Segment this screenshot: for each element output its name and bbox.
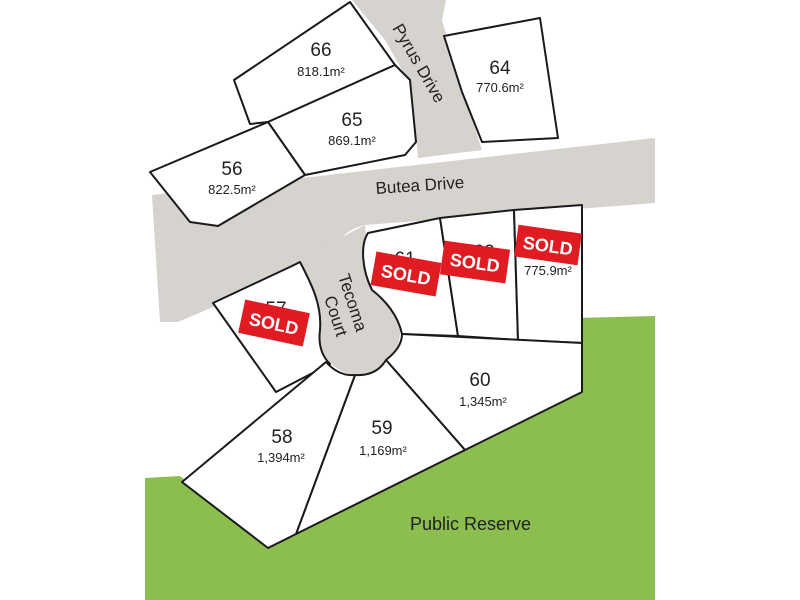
- lot-61-sold-badge: SOLD: [370, 251, 442, 297]
- public-reserve-area: [145, 316, 655, 600]
- lot-59-area: 1,169m²: [359, 443, 407, 458]
- public-reserve-label: Public Reserve: [410, 514, 531, 534]
- lot-65-area: 869.1m²: [328, 133, 376, 148]
- lot-66-number: 66: [310, 40, 331, 61]
- lot-57-sold-badge: SOLD: [238, 299, 310, 347]
- lot-62-sold-badge: SOLD: [439, 240, 511, 284]
- lot-59-number: 59: [371, 418, 392, 439]
- lot-60-area: 1,345m²: [459, 394, 507, 409]
- lot-63-area: 775.9m²: [524, 263, 572, 278]
- lot-58-parcel[interactable]: [181, 361, 356, 549]
- lot-58-area: 1,394m²: [257, 450, 305, 465]
- lot-65-number: 65: [341, 110, 362, 131]
- lot-64-parcel[interactable]: [443, 17, 559, 143]
- lot-63-sold-badge: SOLD: [514, 224, 582, 266]
- lot-60-number: 60: [469, 370, 490, 391]
- tecoma-court-road: [300, 225, 401, 375]
- lot-59-parcel[interactable]: [295, 359, 466, 535]
- lot-56-parcel[interactable]: [149, 121, 306, 227]
- lot-56-area: 822.5m²: [208, 182, 256, 197]
- lot-64-area: 770.6m²: [476, 80, 524, 95]
- lot-56-number: 56: [221, 159, 242, 180]
- lot-66-area: 818.1m²: [297, 64, 345, 79]
- lot-60-parcel[interactable]: [385, 333, 583, 451]
- lot-64-number: 64: [489, 58, 511, 79]
- lot-58-number: 58: [271, 427, 292, 448]
- pyrus-drive-road: [352, 0, 482, 158]
